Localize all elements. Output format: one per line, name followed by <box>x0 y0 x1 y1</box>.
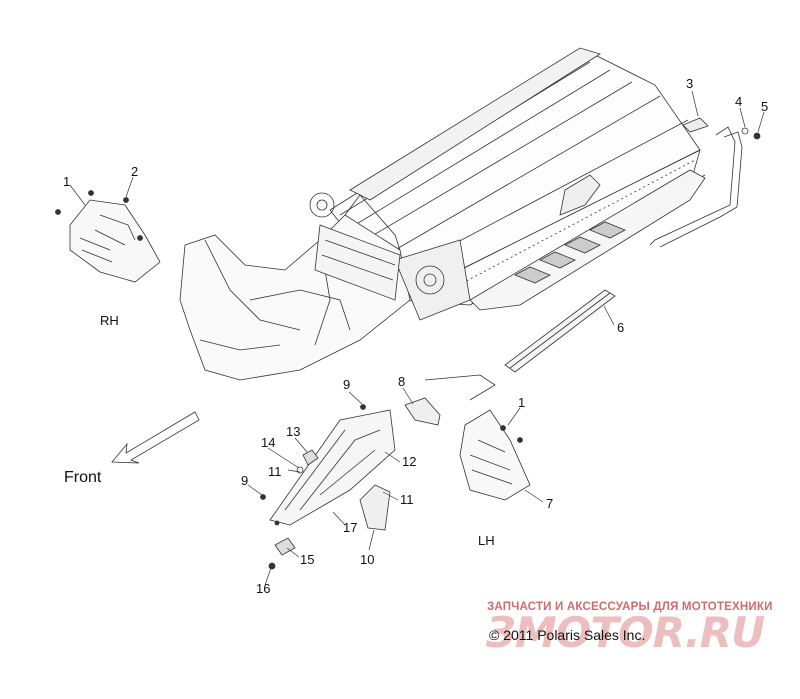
callout-11-left: 11 <box>268 464 282 479</box>
watermark-tagline: ЗАПЧАСТИ И АКСЕССУАРЫ ДЛЯ МОТОТЕХНИКИ <box>487 601 773 613</box>
callout-1-lh: 1 <box>518 395 526 410</box>
callout-12: 12 <box>402 454 417 469</box>
rh-label: RH <box>100 313 119 328</box>
watermark-brand: ЗМОТОR.RU <box>486 608 765 657</box>
hardware-15-16 <box>268 537 296 570</box>
copyright-text: © 2011 Polaris Sales Inc. <box>489 627 646 643</box>
front-label: Front <box>64 469 102 486</box>
rail-part-6 <box>504 289 616 373</box>
callout-15: 15 <box>300 552 315 567</box>
footrest-plate-12-17 <box>260 404 396 526</box>
lh-plate <box>459 409 531 501</box>
callout-5: 5 <box>761 99 769 114</box>
bracket-part-8 <box>404 374 496 426</box>
callout-9-top: 9 <box>343 377 351 392</box>
running-board <box>469 169 706 311</box>
callout-6: 6 <box>617 320 625 335</box>
callout-17: 17 <box>343 520 358 535</box>
hardware-13-14 <box>296 449 319 474</box>
callout-13: 13 <box>286 424 301 439</box>
callout-16: 16 <box>256 581 271 596</box>
callout-7: 7 <box>546 496 554 511</box>
chassis-tunnel <box>329 47 706 306</box>
callout-9-left: 9 <box>241 473 249 488</box>
callout-14: 14 <box>261 435 276 450</box>
callout-10: 10 <box>360 552 375 567</box>
callout-4: 4 <box>735 94 743 109</box>
callout-3: 3 <box>686 76 694 91</box>
bracket-part-10 <box>359 484 391 531</box>
rear-bracket-3-4-5 <box>649 117 761 248</box>
lh-label: LH <box>478 533 495 548</box>
callout-2: 2 <box>131 164 139 179</box>
front-frame <box>179 192 471 381</box>
front-arrow-icon <box>111 411 200 464</box>
leader-lines <box>69 90 765 586</box>
callout-11-right: 11 <box>400 492 414 507</box>
rh-plate <box>55 190 161 283</box>
callout-1-rh: 1 <box>63 174 71 189</box>
callout-8: 8 <box>398 374 406 389</box>
